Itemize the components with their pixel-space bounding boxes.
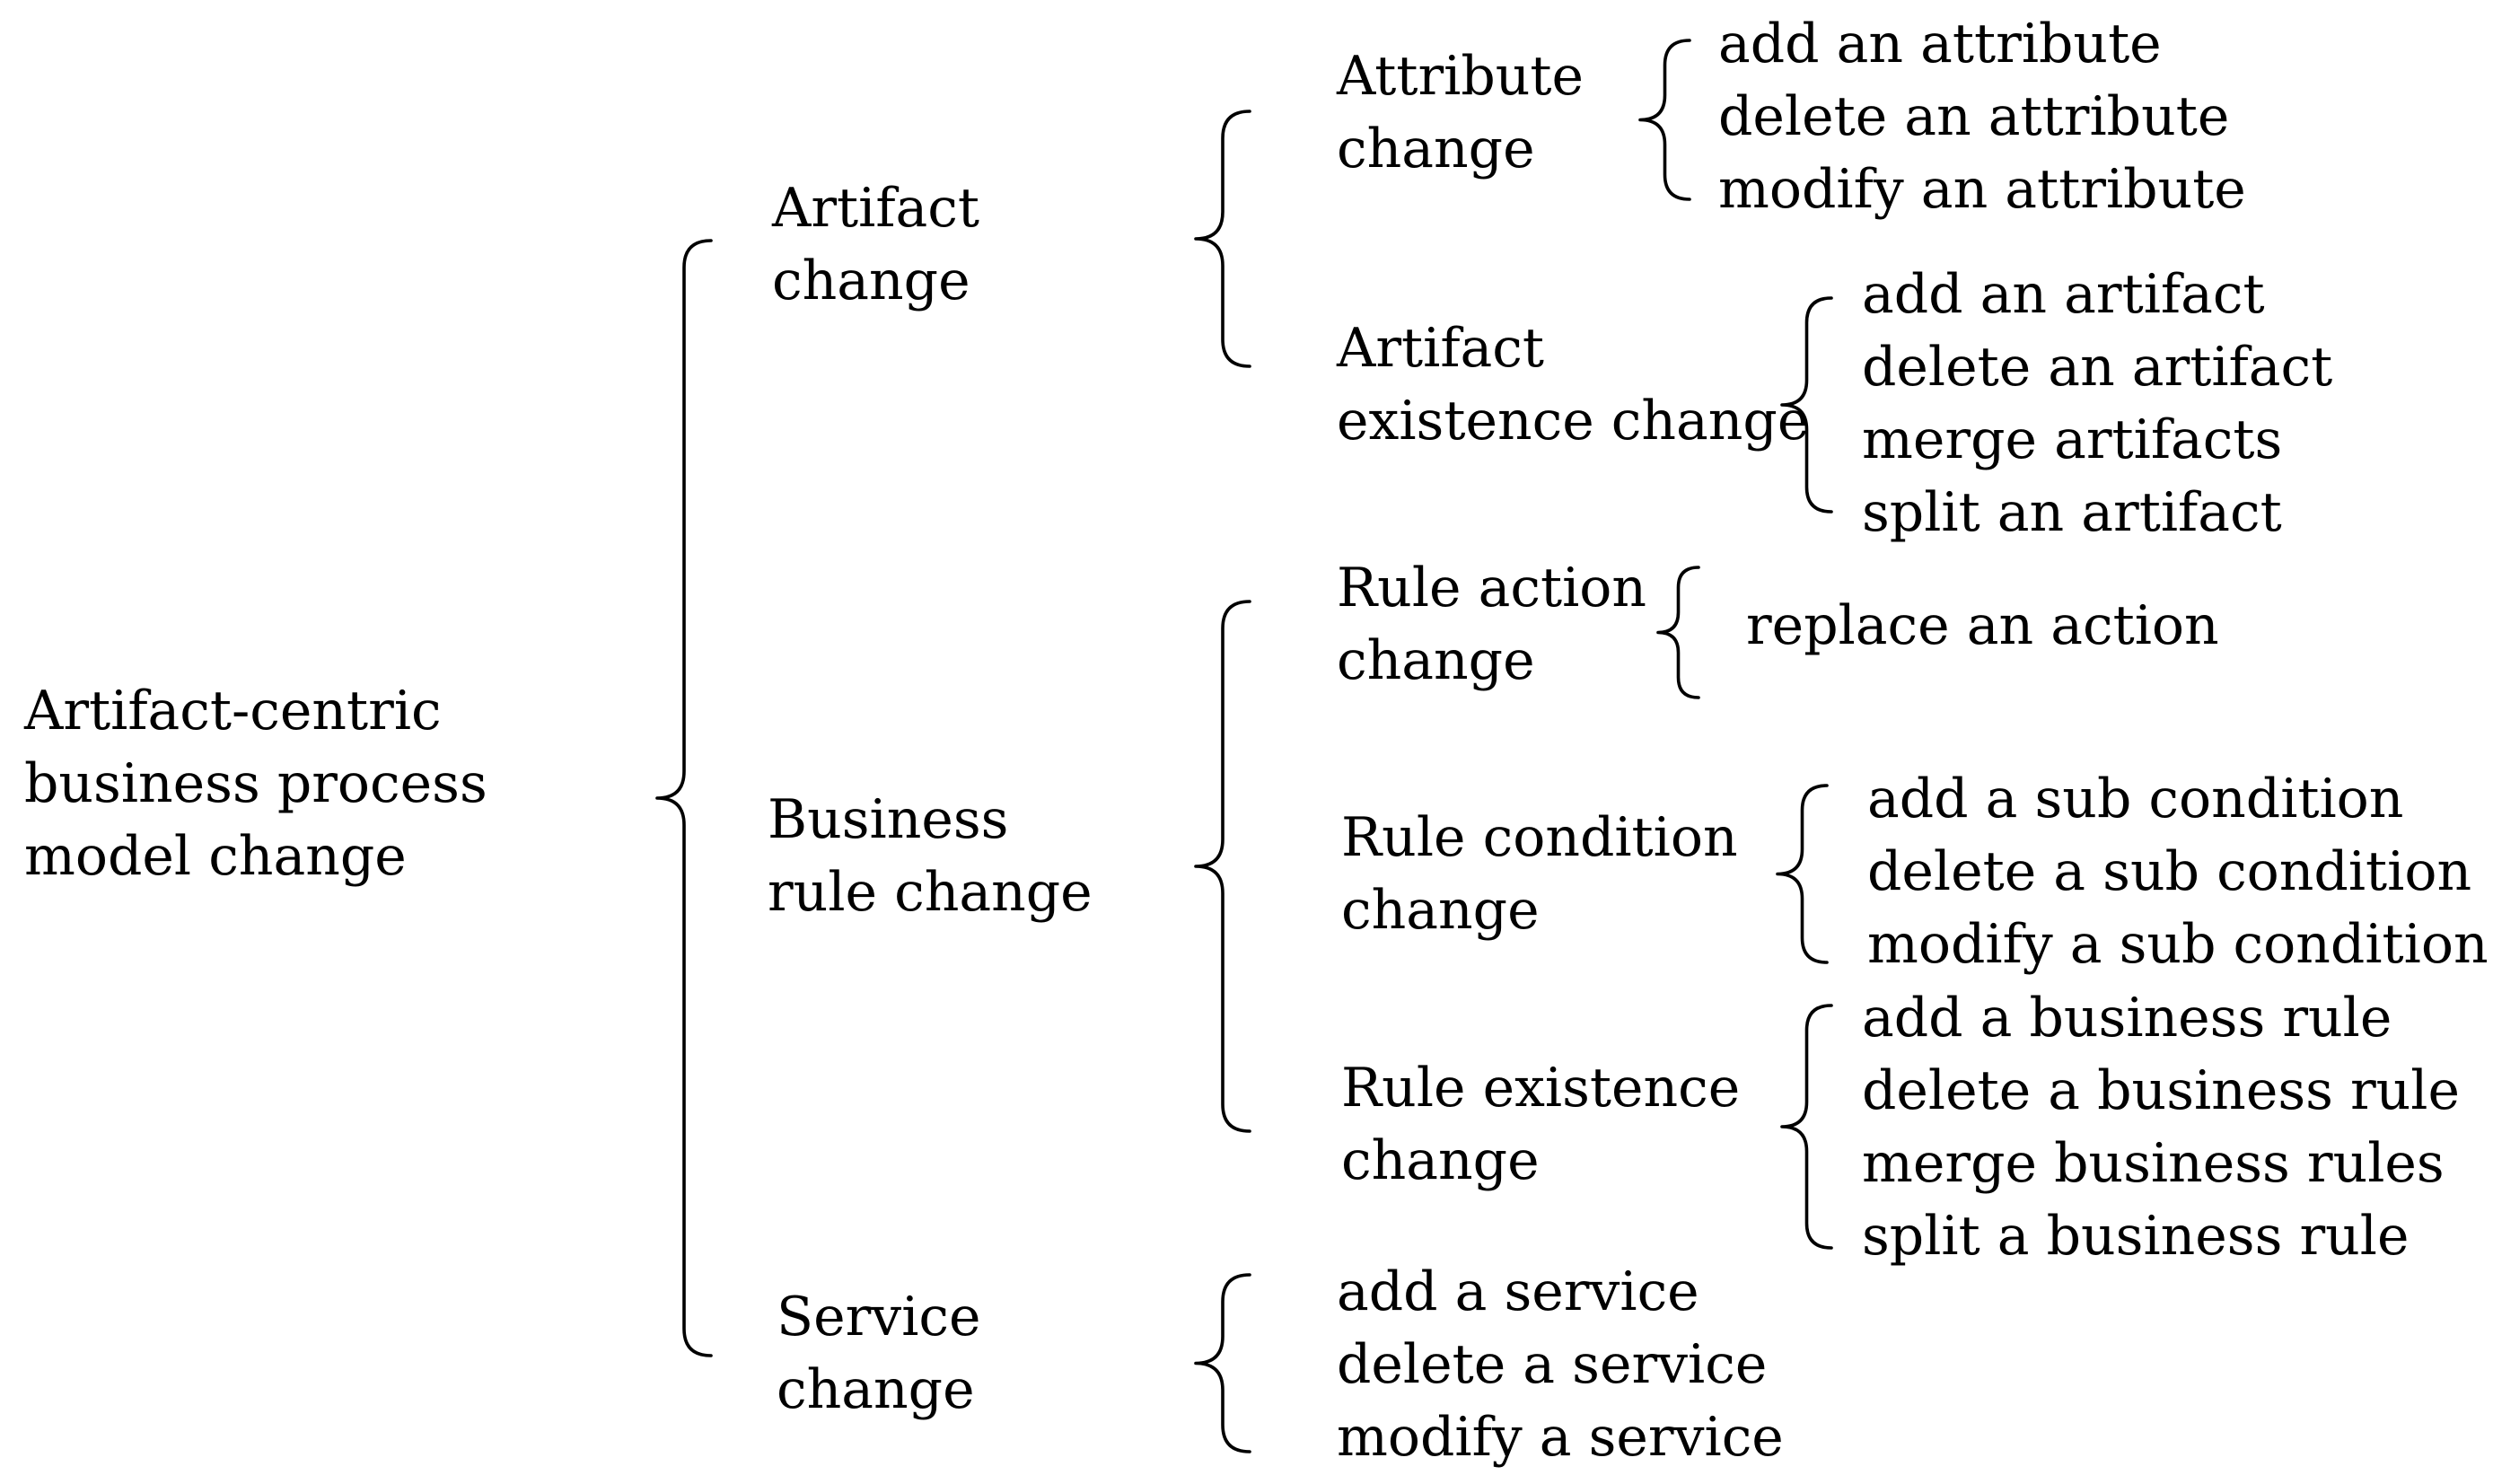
rule-existence-operations: add a business rule delete a business ru…: [1862, 982, 2460, 1273]
attribute-change-label: Attribute change: [1337, 40, 1584, 186]
operation-item: add a sub condition: [1867, 768, 2404, 830]
artifact-change-label-line: Artifact: [772, 177, 980, 240]
rule-action-change-label-line: change: [1337, 629, 1535, 692]
operation-item: replace an action: [1746, 594, 2219, 657]
service-change-label-line: change: [777, 1358, 975, 1421]
operation-item: delete an attribute: [1718, 85, 2230, 148]
operation-item: delete a business rule: [1862, 1059, 2461, 1122]
artifact-existence-operations: add an artifact delete an artifact merge…: [1862, 259, 2332, 549]
operation-item: split an artifact: [1862, 481, 2282, 544]
service-operations: add a service delete a service modify a …: [1337, 1256, 1784, 1474]
operation-item: delete a sub condition: [1867, 840, 2472, 903]
operation-item: delete a service: [1337, 1333, 1768, 1396]
business-rule-change-label-line: Business: [768, 788, 1009, 851]
attribute-operations: add an attribute delete an attribute mod…: [1718, 8, 2246, 226]
artifact-existence-change-label-line: existence change: [1337, 390, 1810, 452]
rule-condition-change-label-line: change: [1341, 879, 1540, 942]
root-label-line: model change: [24, 825, 407, 888]
brace-rule-action-change: [1656, 566, 1700, 699]
attribute-change-label-line: Attribute: [1337, 45, 1584, 108]
operation-item: modify a service: [1337, 1406, 1784, 1469]
rule-condition-change-label: Rule condition change: [1341, 802, 1738, 947]
operation-item: add a business rule: [1862, 987, 2392, 1049]
brace-rule-existence-change: [1780, 1004, 1833, 1250]
business-rule-change-label-line: rule change: [768, 861, 1093, 924]
business-rule-change-label: Business rule change: [768, 784, 1093, 929]
rule-action-change-label: Rule action change: [1337, 552, 1646, 698]
brace-artifact-change: [1194, 110, 1251, 368]
artifact-change-label: Artifact change: [772, 172, 979, 318]
root-label-line: Artifact-centric: [24, 680, 442, 742]
rule-existence-change-label: Rule existence change: [1341, 1052, 1740, 1198]
operation-item: merge business rules: [1862, 1132, 2445, 1195]
rule-existence-change-label-line: change: [1341, 1129, 1540, 1192]
brace-rule-condition-change: [1776, 784, 1829, 964]
rule-action-change-label-line: Rule action: [1337, 557, 1647, 619]
operation-item: add an artifact: [1862, 263, 2265, 326]
root-label-line: business process: [24, 752, 487, 815]
brace-attribute-change: [1638, 39, 1691, 201]
brace-service-change: [1194, 1273, 1251, 1453]
rule-condition-change-label-line: Rule condition: [1341, 806, 1738, 869]
operation-item: add an attribute: [1718, 13, 2162, 75]
operation-item: split a business rule: [1862, 1205, 2410, 1268]
rule-condition-operations: add a sub condition delete a sub conditi…: [1867, 763, 2489, 981]
operation-item: add a service: [1337, 1260, 1699, 1323]
artifact-existence-change-label-line: Artifact: [1337, 317, 1545, 380]
brace-artifact-existence-change: [1780, 296, 1833, 514]
service-change-label-line: Service: [777, 1286, 981, 1348]
service-change-label: Service change: [777, 1281, 981, 1427]
operation-item: delete an artifact: [1862, 336, 2333, 399]
operation-item: modify an attribute: [1718, 158, 2246, 221]
brace-root: [655, 239, 713, 1357]
artifact-change-label-line: change: [772, 250, 970, 312]
operation-item: modify a sub condition: [1867, 913, 2489, 976]
rule-action-operations: replace an action: [1746, 590, 2219, 663]
operation-item: merge artifacts: [1862, 408, 2283, 471]
artifact-existence-change-label: Artifact existence change: [1337, 312, 1809, 458]
rule-existence-change-label-line: Rule existence: [1341, 1057, 1741, 1120]
attribute-change-label-line: change: [1337, 118, 1535, 180]
brace-business-rule-change: [1194, 600, 1251, 1133]
root-label: Artifact-centric business process model …: [24, 675, 487, 893]
